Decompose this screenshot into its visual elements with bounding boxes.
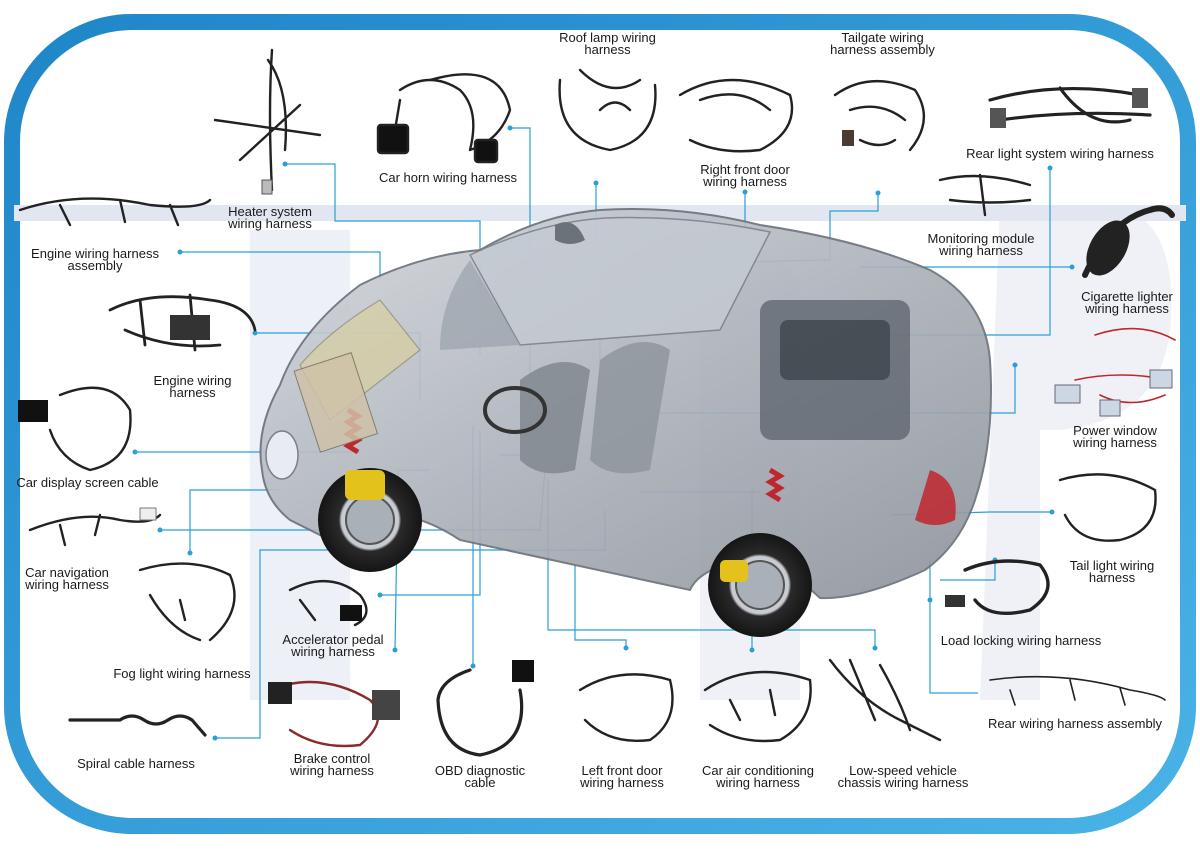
label-car-horn: Car horn wiring harness	[378, 170, 517, 185]
leader-dots	[132, 125, 1075, 741]
label-fog-light: Fog light wiring harness	[113, 666, 251, 681]
label-rear-light-system: Rear light system wiring harness	[966, 146, 1154, 161]
harness-thumbnails	[18, 48, 1176, 757]
label-rear-assembly: Rear wiring harness assembly	[987, 716, 1163, 731]
label-load-locking: Load locking wiring harness	[940, 633, 1102, 648]
label-spiral: Spiral cable harness	[77, 756, 195, 771]
car-illustration	[259, 208, 992, 637]
label-display-screen: Car display screen cable	[16, 475, 159, 490]
